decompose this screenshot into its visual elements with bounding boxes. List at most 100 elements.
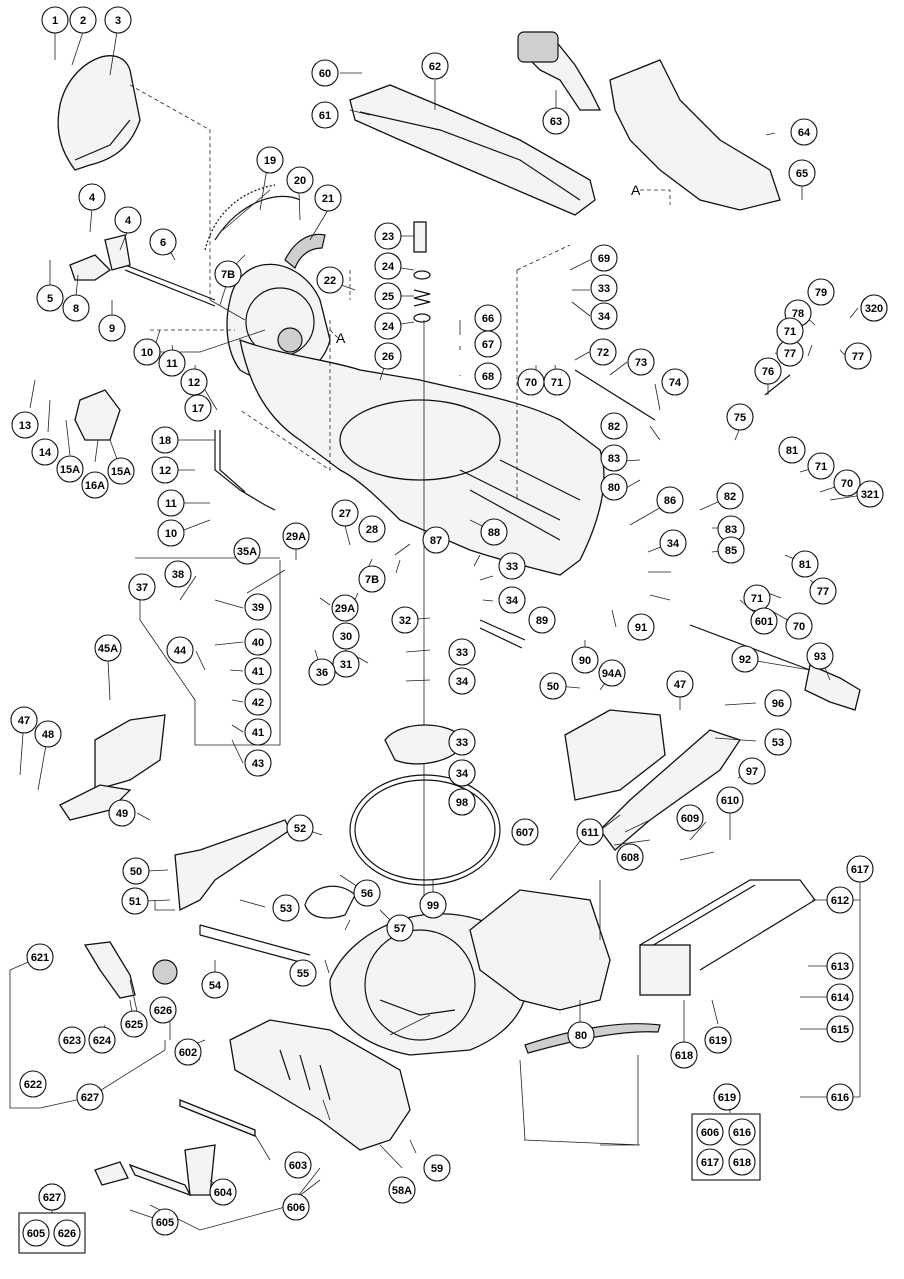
part-callout: 622 — [19, 1070, 47, 1098]
callout-circle — [331, 594, 359, 622]
part-callout: 4 — [114, 206, 142, 234]
part-callout: 83 — [600, 444, 628, 472]
part-callout: 89 — [528, 606, 556, 634]
callout-circle — [423, 1154, 451, 1182]
part-callout: 32 — [391, 606, 419, 634]
callout-circle — [731, 645, 759, 673]
part-callout: 614 — [826, 983, 854, 1011]
part-callout: 610 — [716, 786, 744, 814]
part-number: 7B — [221, 269, 235, 281]
callout-circle — [174, 1038, 202, 1066]
callout-circle — [374, 342, 402, 370]
callout-circle — [332, 650, 360, 678]
part-drawings — [57, 31, 861, 1197]
part-callout: 68 — [474, 362, 502, 390]
washer-24b — [413, 313, 431, 323]
part-number: 56 — [361, 888, 373, 900]
callout-circle — [244, 718, 272, 746]
part-callout: 72 — [589, 338, 617, 366]
kit-item: 605 — [27, 1228, 45, 1240]
callout-circle — [209, 1178, 237, 1206]
part-number: 99 — [427, 900, 439, 912]
part-callout: 625 — [120, 1010, 148, 1038]
handle-bar-drawing — [349, 84, 596, 216]
callout-circle — [833, 469, 861, 497]
part-number: 71 — [815, 461, 827, 473]
part-number: 613 — [831, 961, 849, 973]
part-number: 71 — [784, 326, 796, 338]
part-callout: 71 — [807, 452, 835, 480]
part-callout: 91 — [627, 613, 655, 641]
slide-shaft — [124, 264, 216, 301]
part-number: 13 — [19, 420, 31, 432]
kit-label: 619 — [718, 1092, 736, 1104]
part-callout: 47 — [10, 706, 38, 734]
part-number: 63 — [550, 116, 562, 128]
part-number: 50 — [547, 681, 559, 693]
part-number: 5 — [47, 293, 53, 305]
part-callout: 79 — [807, 278, 835, 306]
part-number: 53 — [280, 903, 292, 915]
callout-circle — [738, 757, 766, 785]
callout-circle — [776, 317, 804, 345]
part-number: 321 — [861, 489, 879, 501]
callout-circle — [41, 6, 69, 34]
part-callout: 64 — [790, 118, 818, 146]
part-number: 81 — [786, 445, 798, 457]
part-number: 612 — [831, 895, 849, 907]
part-number: 54 — [209, 980, 222, 992]
part-callout: 33 — [590, 274, 618, 302]
callout-circle — [616, 843, 644, 871]
part-callout: 2 — [69, 6, 97, 34]
part-number: 27 — [339, 508, 351, 520]
rod-88 — [479, 619, 526, 649]
callout-circle — [539, 672, 567, 700]
callout-circle — [589, 338, 617, 366]
callout-circle — [480, 518, 508, 546]
callout-circle — [289, 959, 317, 987]
part-number: 97 — [746, 766, 758, 778]
part-callout: 12 — [180, 368, 208, 396]
part-number: 609 — [681, 813, 699, 825]
callout-circle — [659, 529, 687, 557]
bracket-drawing — [104, 234, 131, 271]
part-callout: 48 — [34, 720, 62, 748]
callout-circle — [120, 1010, 148, 1038]
part-number: 20 — [294, 175, 306, 187]
part-callout: 39 — [244, 593, 272, 621]
part-callout: 80 — [600, 473, 628, 501]
callout-circle — [600, 473, 628, 501]
part-number: 11 — [165, 498, 177, 510]
part-number: 2 — [80, 15, 86, 27]
callout-circle — [764, 689, 792, 717]
part-callout: 17 — [184, 394, 212, 422]
part-number: 41 — [252, 666, 264, 678]
part-callout: 623 — [58, 1026, 86, 1054]
callout-circle — [31, 438, 59, 466]
part-number: 34 — [667, 538, 680, 550]
callout-circle — [76, 1083, 104, 1111]
part-number: 52 — [294, 823, 306, 835]
leader-line — [179, 536, 297, 764]
callout-circle — [791, 550, 819, 578]
callout-circle — [184, 394, 212, 422]
part-callout: 50 — [122, 857, 150, 885]
callout-circle — [422, 526, 450, 554]
part-number: 68 — [482, 371, 494, 383]
part-number: 601 — [755, 616, 773, 628]
callout-circle — [676, 804, 704, 832]
saw-blade-arc — [214, 195, 301, 241]
callout-circle — [448, 667, 476, 695]
part-number: 72 — [597, 347, 609, 359]
part-callout: 34 — [590, 302, 618, 330]
part-number: 83 — [725, 524, 737, 536]
part-callout: 608 — [616, 843, 644, 871]
part-callout: 40 — [244, 628, 272, 656]
part-callout: 321 — [856, 480, 884, 508]
callout-circle — [374, 252, 402, 280]
callout-circle — [790, 118, 818, 146]
part-callout: 9 — [98, 314, 126, 342]
callout-circle — [764, 728, 792, 756]
callout-circle — [374, 312, 402, 340]
part-number: 47 — [18, 715, 30, 727]
